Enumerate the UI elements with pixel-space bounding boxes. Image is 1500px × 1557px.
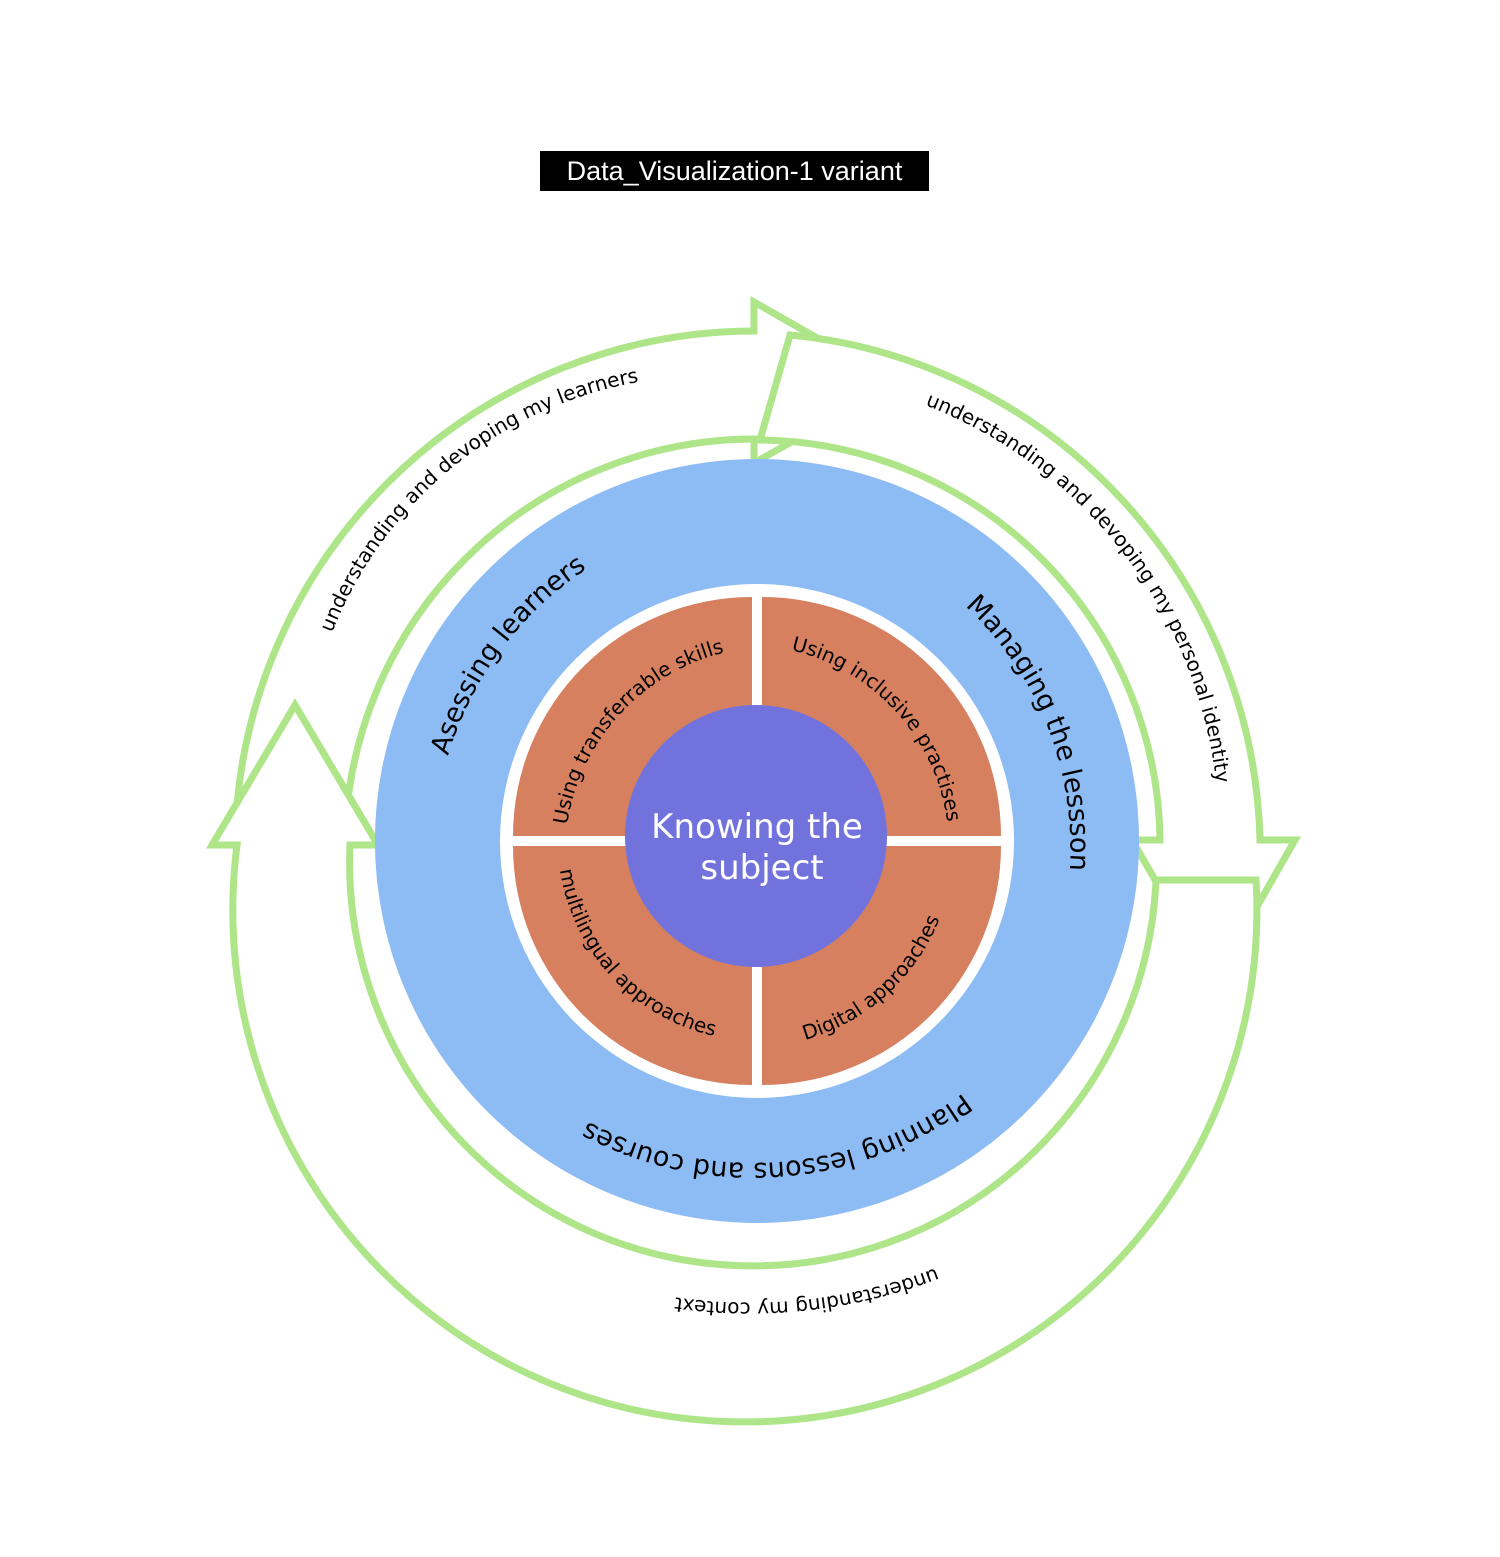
cycle-arrow-bottom: [205, 698, 1261, 1426]
core-circle: [625, 705, 887, 967]
core-label-line2: subject: [700, 848, 823, 888]
diagram-title: Data_Visualization-1 variant: [540, 151, 929, 191]
core-label-line1: Knowing the: [651, 807, 863, 847]
cycle-arrows: [205, 295, 1302, 1426]
cycle-arrow-top: [231, 295, 904, 849]
